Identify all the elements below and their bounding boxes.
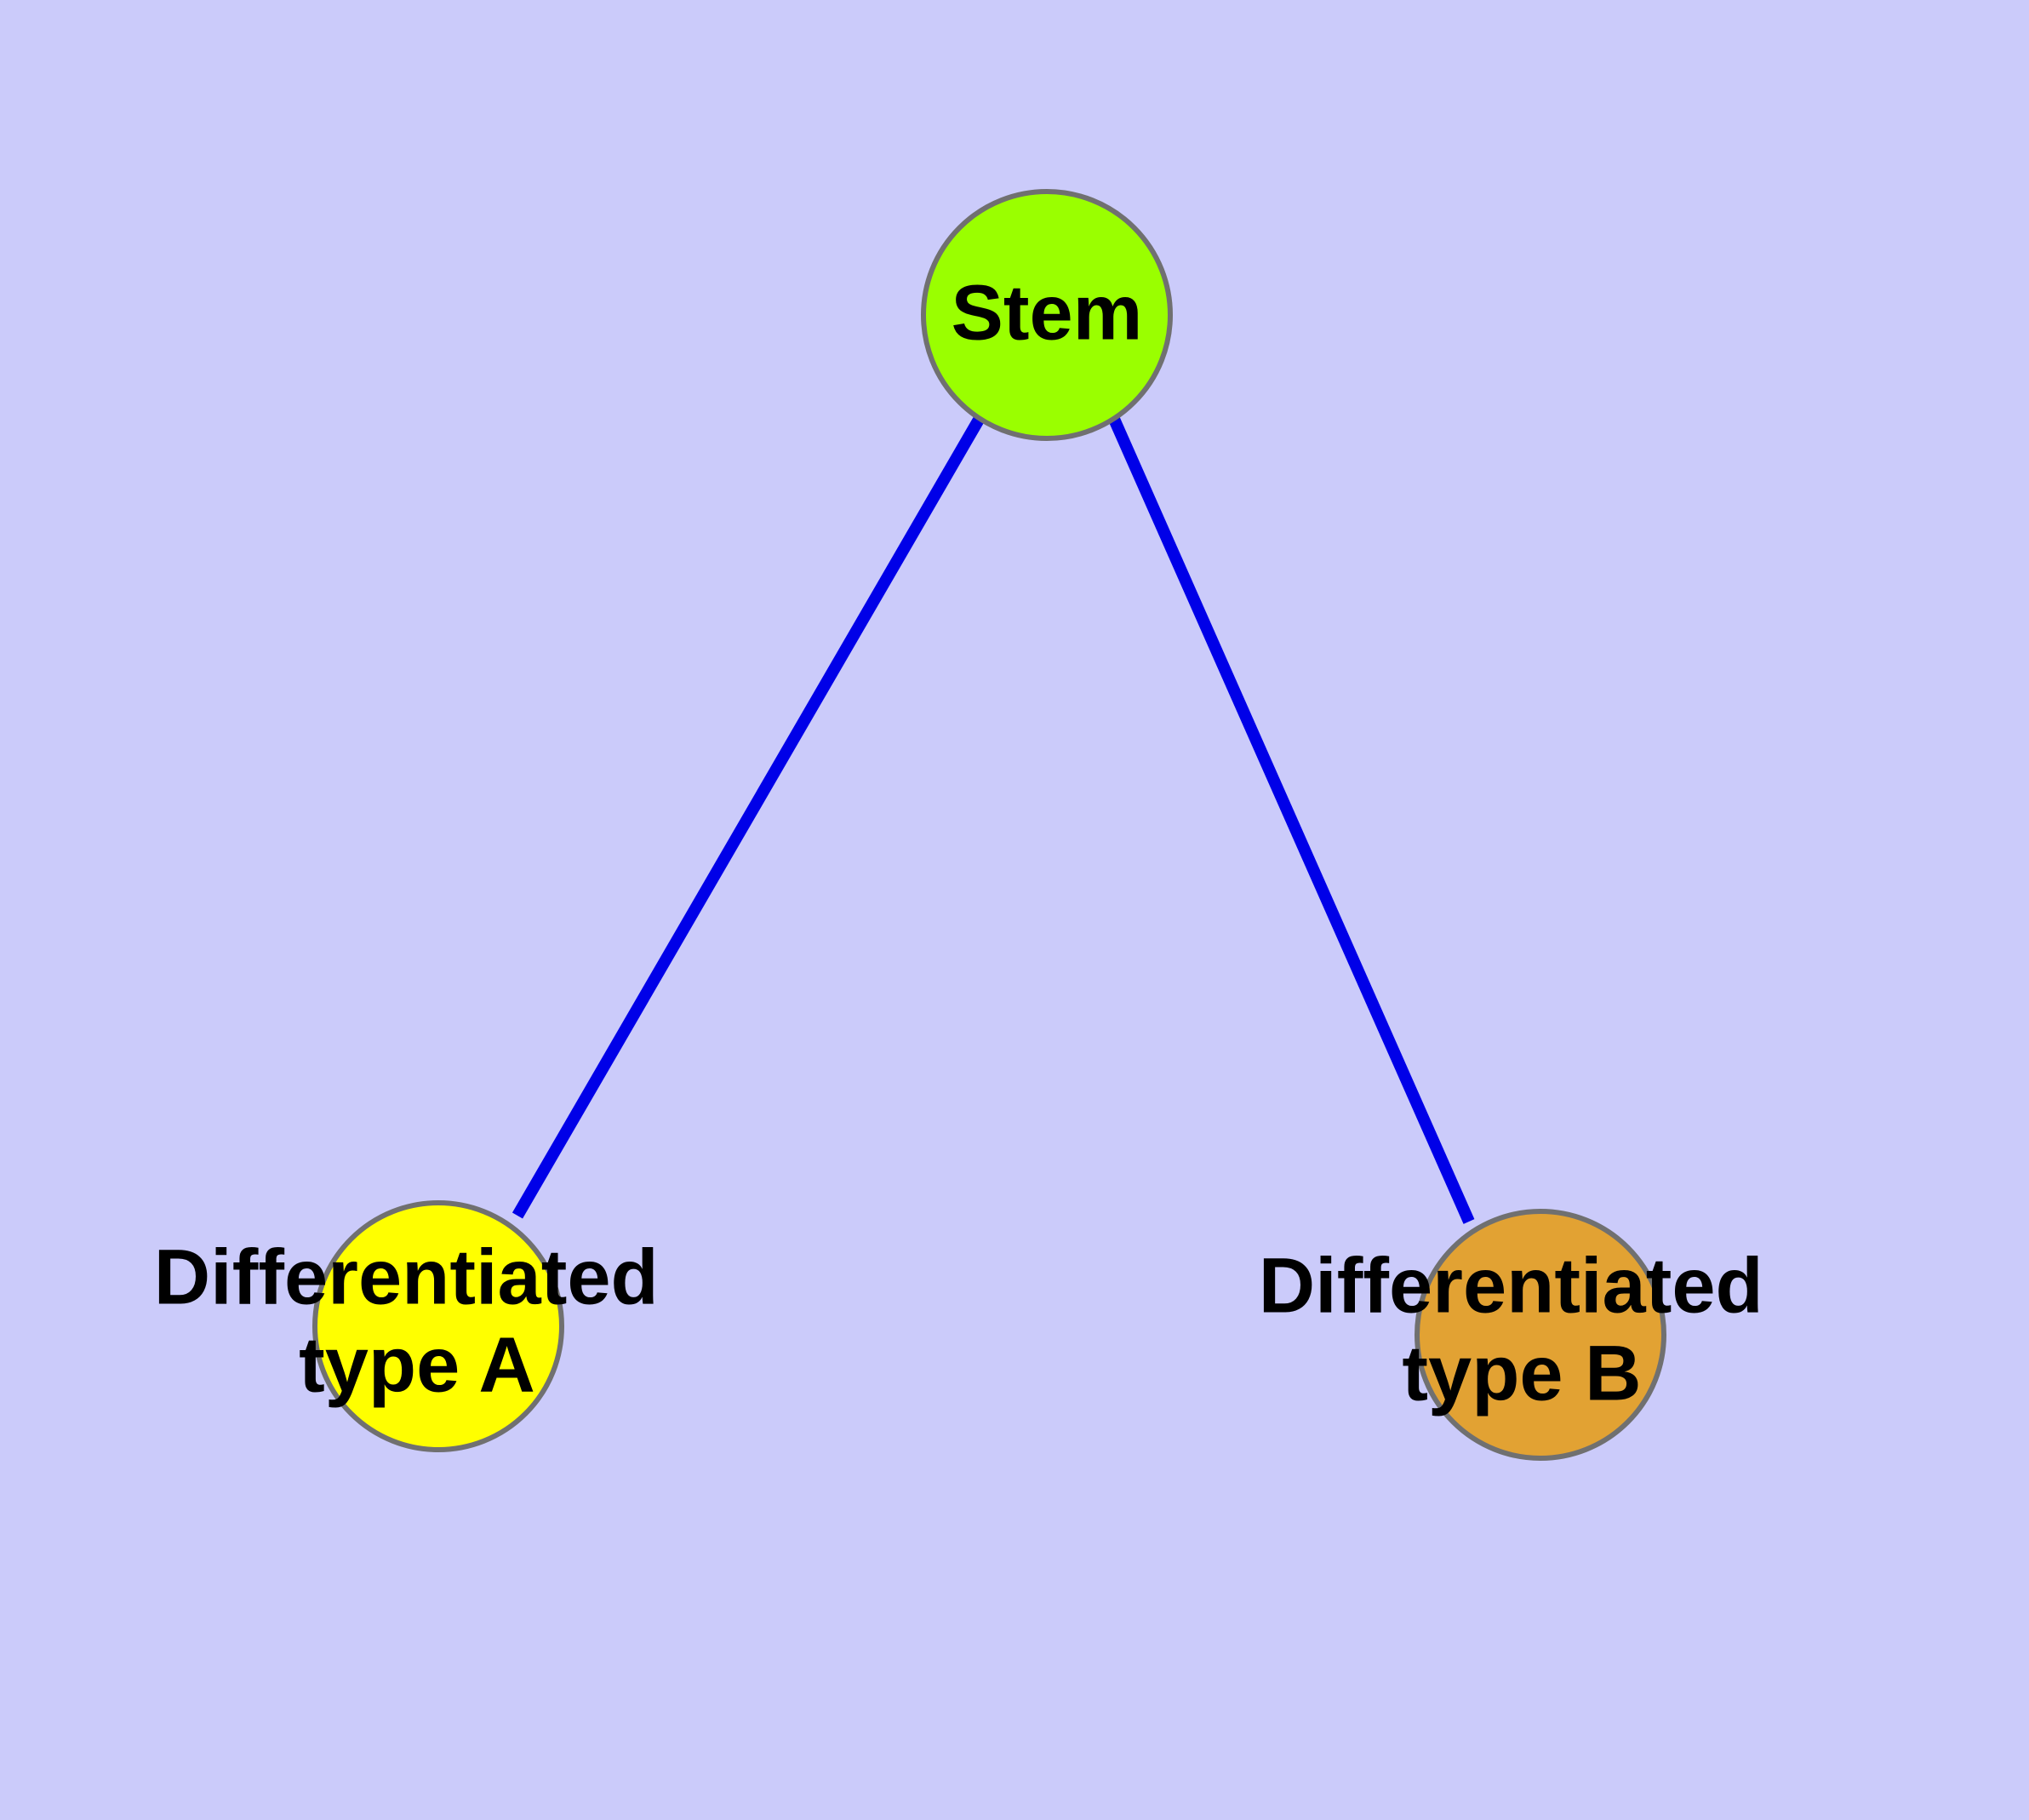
node-label-stem: Stem: [952, 269, 1143, 356]
node-differentiated-type-a[interactable]: [312, 1200, 564, 1452]
edge-stem-to-differentiated-type-a: [512, 416, 985, 1219]
node-label-differentiated-type-b: Differentiated type B: [1259, 1243, 1786, 1417]
node-label-line: type A: [299, 1322, 535, 1409]
node-stem[interactable]: [921, 189, 1173, 441]
labels-layer: Stem Differentiated type A Differentiate…: [154, 269, 1786, 1417]
node-label-line: type B: [1402, 1331, 1641, 1417]
edges-layer: [512, 415, 1475, 1224]
node-differentiated-type-b[interactable]: [1415, 1209, 1666, 1461]
node-label-differentiated-type-a: Differentiated type A: [154, 1234, 681, 1409]
node-label-line: Differentiated: [1259, 1243, 1763, 1330]
node-label-line: Differentiated: [154, 1234, 659, 1321]
nodes-layer: [312, 189, 1666, 1461]
edge-stem-to-differentiated-type-b: [1107, 415, 1475, 1224]
